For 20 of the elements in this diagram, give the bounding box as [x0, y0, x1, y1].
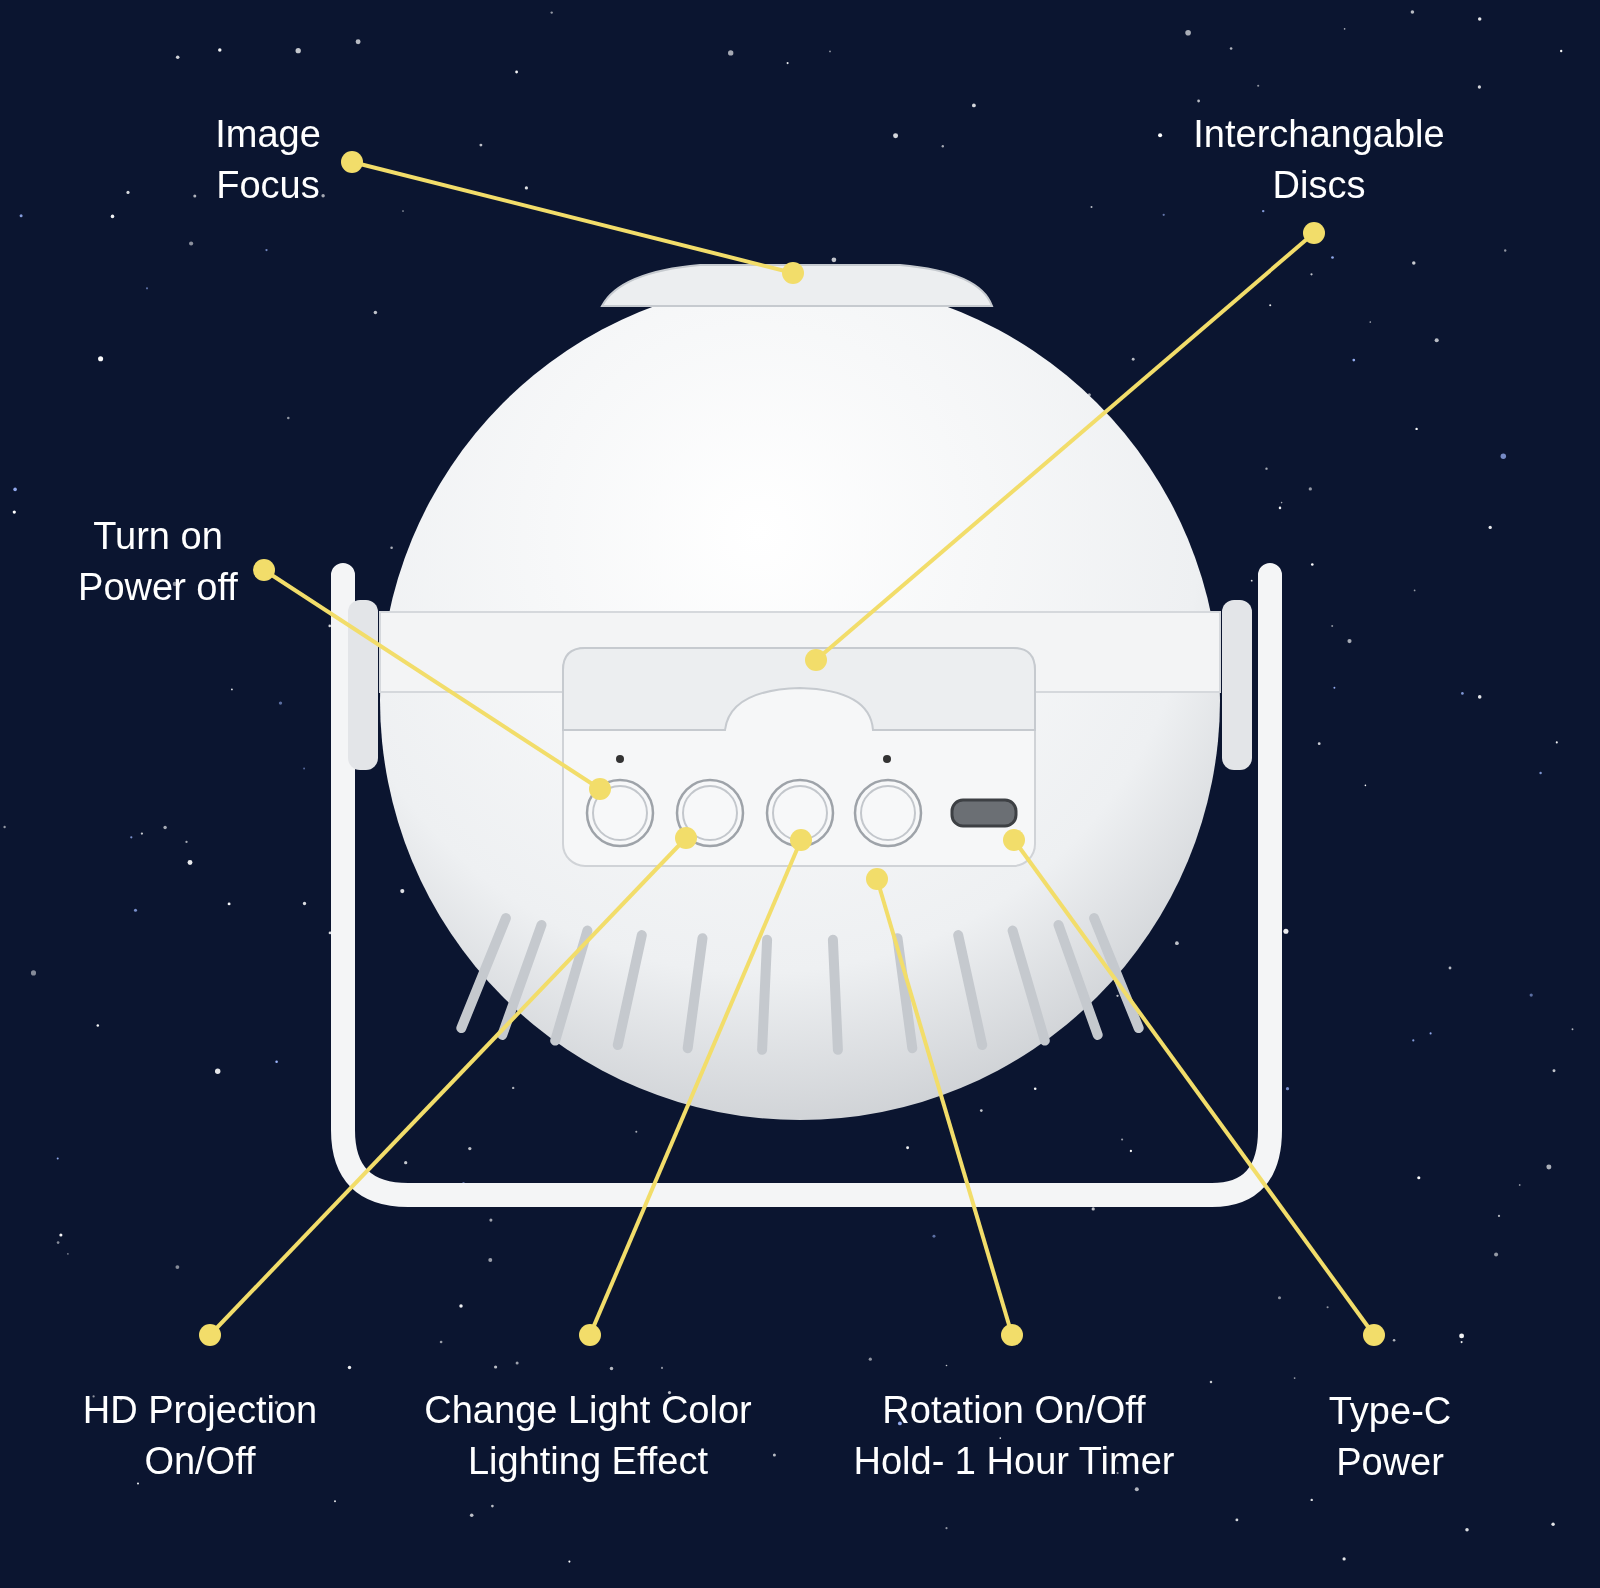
callout-label: Interchangable Discs: [1159, 108, 1479, 212]
leader-line: [341, 151, 804, 284]
leader-line: [253, 559, 611, 800]
callout-label: HD Projection On/Off: [50, 1384, 350, 1488]
leader-line: [579, 829, 812, 1346]
leader-line: [805, 222, 1325, 671]
callout-label: Image Focus: [193, 108, 343, 212]
callout-label: Change Light Color Lighting Effect: [388, 1384, 788, 1488]
leader-line: [199, 827, 697, 1346]
usb-c-port: [950, 798, 1018, 828]
color-button: [765, 778, 835, 848]
callout-label: Rotation On/Off Hold- 1 Hour Timer: [844, 1384, 1184, 1488]
callout-label: Type-C Power: [1305, 1385, 1475, 1489]
timer-button: [853, 778, 923, 848]
disc-slot: [562, 647, 1036, 731]
callout-label: Turn on Power off: [58, 510, 258, 614]
leader-line: [1003, 829, 1385, 1346]
leader-line: [866, 868, 1023, 1346]
projection-button: [675, 778, 745, 848]
power-button: [585, 778, 655, 848]
